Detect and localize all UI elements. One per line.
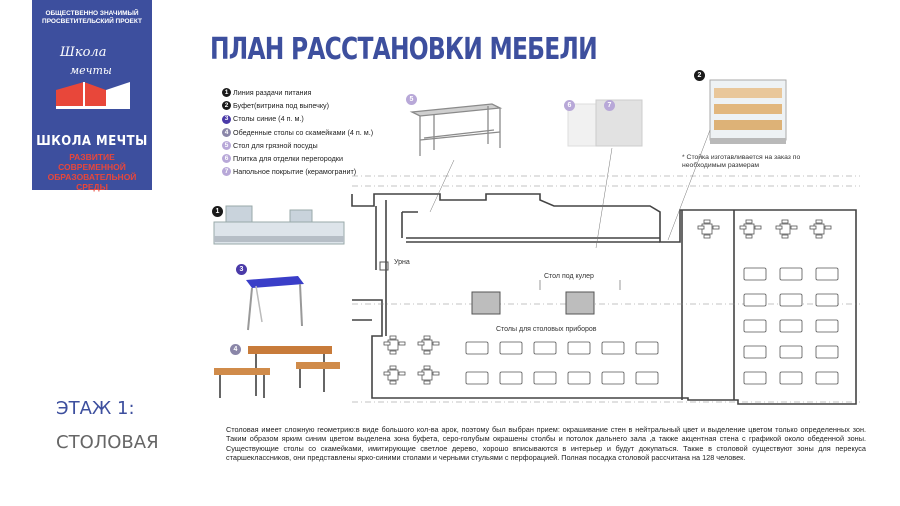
bench-table — [499, 341, 523, 355]
bench-table — [779, 319, 803, 333]
floor-label: ЭТАЖ 1: — [56, 398, 135, 419]
badge-3: 3 — [236, 264, 247, 275]
page-title: ПЛАН РАССТАНОВКИ МЕБЕЛИ — [210, 32, 598, 67]
legend-number: 5 — [222, 140, 231, 150]
legend-text: Линия раздачи питания — [233, 88, 312, 97]
square-table — [383, 365, 406, 385]
legend-text: Плитка для отделки перегородки — [233, 154, 343, 164]
legend-number: 6 — [222, 154, 231, 164]
badge-4: 4 — [230, 344, 241, 355]
legend-number: 7 — [222, 167, 231, 177]
bench-table — [465, 341, 489, 355]
bench-table — [567, 371, 591, 385]
bench-table — [743, 345, 767, 359]
cooler-table-label: Стол под кулер — [544, 273, 594, 280]
bench-table — [779, 371, 803, 385]
legend-number: 2 — [222, 101, 231, 111]
square-table — [417, 335, 440, 355]
room-walls — [351, 193, 857, 405]
square-table — [775, 219, 798, 239]
custom-order-note: * Стойка изготавливается на заказ по нео… — [682, 154, 801, 169]
serving-line-image — [213, 205, 345, 245]
square-table — [739, 219, 762, 239]
cutlery-tables-label: Столы для столовых приборов — [496, 325, 597, 333]
urn — [379, 261, 389, 271]
project-tagline: ОБЩЕСТВЕННО ЗНАЧИМЫЙ ПРОСВЕТИТЕЛЬСКИЙ ПР… — [42, 10, 142, 25]
legend-number: 3 — [222, 114, 231, 124]
legend-text: Напольное покрытие (керамогранит) — [233, 167, 357, 177]
description-paragraph: Столовая имеет сложную геометрию:в виде … — [226, 425, 866, 463]
bench-table — [567, 341, 591, 355]
bench-table — [815, 345, 839, 359]
bench-table — [743, 319, 767, 333]
legend-number: 1 — [222, 88, 231, 98]
svg-text:мечты: мечты — [70, 64, 112, 77]
bench-tables-image — [214, 346, 340, 398]
brand-logo-panel: ОБЩЕСТВЕННО ЗНАЧИМЫЙ ПРОСВЕТИТЕЛЬСКИЙ ПР… — [32, 0, 152, 192]
badge-6: 6 — [564, 100, 575, 111]
legend-text: Стол для грязной посуды — [233, 140, 318, 150]
brand-title: ШКОЛА МЕЧТЫ — [36, 134, 148, 149]
cutlery-table-right — [565, 291, 595, 315]
bench-table — [779, 267, 803, 281]
bench-table — [815, 267, 839, 281]
legend-text: Столы синие (4 п. м.) — [233, 114, 304, 124]
bench-table — [499, 371, 523, 385]
badge-7: 7 — [604, 100, 615, 111]
bench-table — [779, 345, 803, 359]
bench-table — [635, 341, 659, 355]
square-table — [383, 335, 406, 355]
bench-table — [743, 267, 767, 281]
legend-number: 4 — [222, 127, 231, 137]
cutlery-table-left — [471, 291, 501, 315]
floor-tile-sample — [595, 99, 643, 147]
legend-text: Обеденные столы со скамейками (4 п. м.) — [233, 127, 374, 137]
badge-2: 2 — [694, 70, 705, 81]
bakery-display-case-image — [709, 79, 787, 144]
dirty-dish-table-image — [409, 103, 503, 156]
bench-table — [743, 371, 767, 385]
square-table — [809, 219, 832, 239]
square-table — [417, 365, 440, 385]
bench-table — [465, 371, 489, 385]
bench-table — [533, 371, 557, 385]
urn-label: Урна — [394, 259, 410, 266]
badge-1: 1 — [212, 206, 223, 217]
bench-table — [815, 371, 839, 385]
legend-text: Буфет(витрина под выпечку) — [233, 101, 330, 111]
logo-mark-text: Школа — [59, 45, 106, 60]
bench-table — [743, 293, 767, 307]
bench-table — [533, 341, 557, 355]
bench-table — [601, 341, 625, 355]
brand-subtitle: РАЗВИТИЕ СОВРЕМЕННОЙ ОБРАЗОВАТЕЛЬНОЙ СРЕ… — [47, 152, 137, 192]
bench-table — [635, 371, 659, 385]
square-table — [697, 219, 720, 239]
bench-table — [815, 293, 839, 307]
room-label: СТОЛОВАЯ — [56, 432, 159, 453]
bench-table — [815, 319, 839, 333]
blue-table-image — [246, 276, 304, 331]
bench-table — [779, 293, 803, 307]
badge-5: 5 — [406, 94, 417, 105]
bench-table — [601, 371, 625, 385]
school-building-icon: Школа мечты — [56, 45, 130, 109]
